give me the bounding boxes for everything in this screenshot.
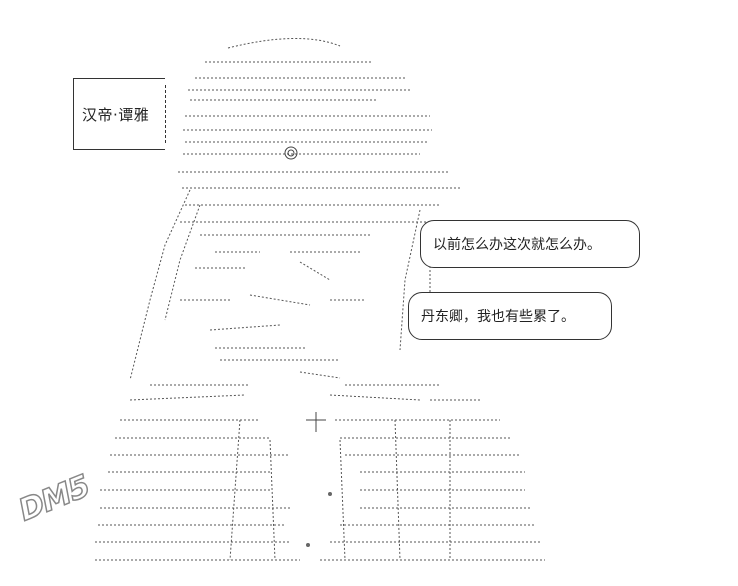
cross-emblem-icon — [306, 412, 326, 432]
speech-bubble-1: 以前怎么办这次就怎么办。 — [420, 220, 640, 268]
speech-text-2: 丹东卿，我也有些累了。 — [421, 309, 575, 325]
speech-text-1: 以前怎么办这次就怎么办。 — [433, 237, 601, 253]
speaker-name: 汉帝·谭雅 — [82, 106, 150, 124]
speaker-name-box: 汉帝·谭雅 — [73, 78, 166, 150]
hat-badge-icon — [284, 146, 298, 160]
speech-bubble-2: 丹东卿，我也有些累了。 — [408, 292, 612, 340]
